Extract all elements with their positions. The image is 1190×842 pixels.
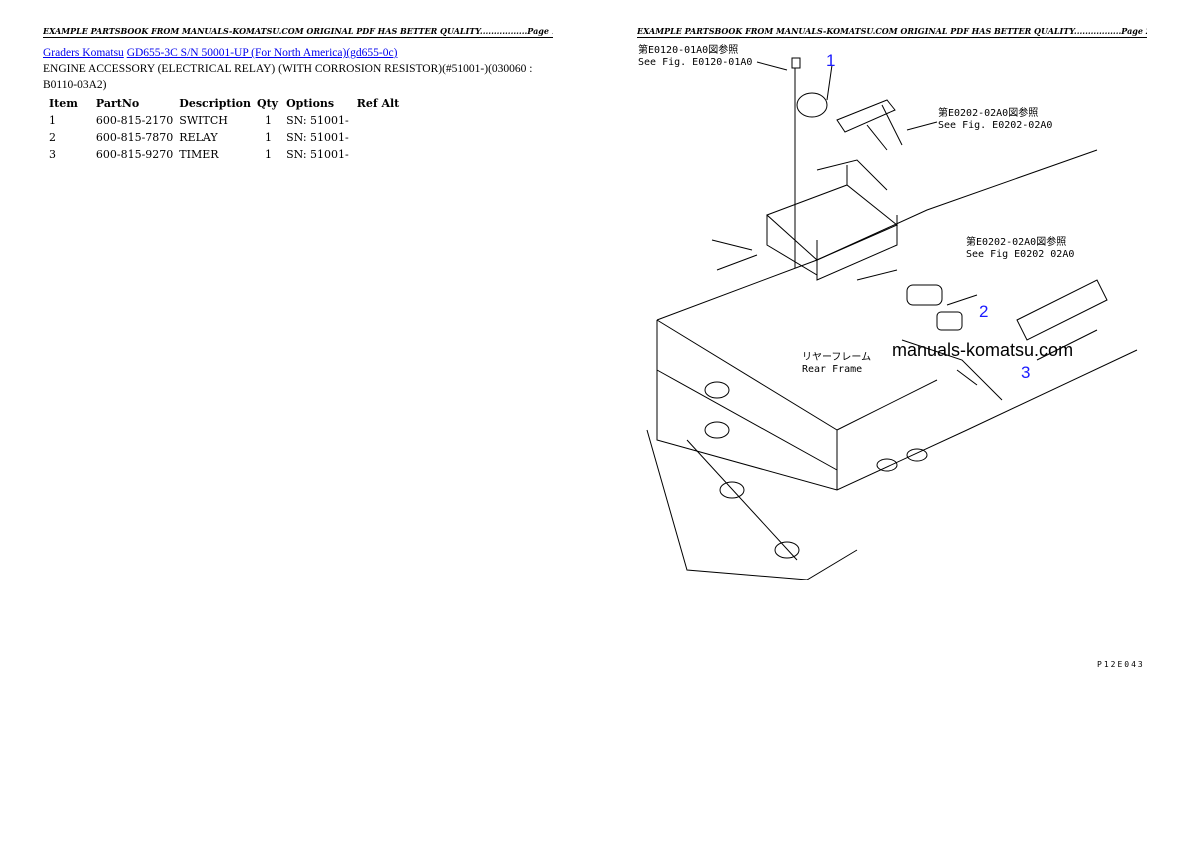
switch-drawing — [796, 92, 828, 118]
table-row: 3 600-815-9270 TIMER 1 SN: 51001- — [45, 146, 403, 163]
timer-drawing — [936, 311, 963, 331]
figure-ref-e0202-b: 第E0202-02A0図参照 See Fig E0202 02A0 — [966, 237, 1074, 261]
breadcrumb-link-graders[interactable]: Graders Komatsu — [43, 47, 124, 59]
watermark: manuals-komatsu.com — [892, 340, 1074, 360]
ref-en: See Fig E0202 02A0 — [966, 249, 1075, 260]
cell-description: RELAY — [179, 131, 218, 144]
cell-item: 2 — [49, 131, 56, 144]
cell-options: SN: 51001- — [286, 131, 349, 144]
cell-description: SWITCH — [179, 114, 228, 127]
frame-en: Rear Frame — [802, 364, 863, 375]
col-refalt: Ref Alt — [356, 97, 400, 110]
table-row: 1 600-815-2170 SWITCH 1 SN: 51001- — [45, 112, 403, 129]
ref-en: See Fig. E0202-02A0 — [938, 120, 1053, 131]
callout-1: 1 — [826, 51, 836, 70]
ref-jp: 第E0202-02A0図参照 — [966, 237, 1067, 248]
callout-2: 2 — [979, 302, 989, 321]
cell-refalt — [353, 146, 404, 163]
cell-partno: 600-815-7870 — [95, 131, 174, 144]
cell-refalt — [353, 112, 404, 129]
cell-refalt — [353, 129, 404, 146]
col-options: Options — [286, 97, 335, 110]
figure-ref-e0120: 第E0120-01A0図参照 See Fig. E0120-01A0 — [638, 45, 752, 69]
cell-item: 1 — [49, 114, 56, 127]
cell-partno: 600-815-9270 — [95, 148, 174, 161]
col-description: Description — [179, 97, 251, 110]
ref-jp: 第E0120-01A0図参照 — [638, 45, 739, 56]
col-item: Item — [49, 97, 78, 110]
col-partno: PartNo — [95, 97, 140, 110]
rear-frame-label: リヤーフレーム Rear Frame — [802, 352, 871, 376]
breadcrumb: Graders Komatsu GD655-3C S/N 50001-UP (F… — [43, 45, 558, 61]
figure-ref-e0202: 第E0202-02A0図参照 See Fig. E0202-02A0 — [938, 108, 1052, 132]
cell-options: SN: 51001- — [286, 114, 349, 127]
breadcrumb-link-model[interactable]: GD655-3C S/N 50001-UP (For North America… — [126, 47, 398, 59]
table-row: 2 600-815-7870 RELAY 1 SN: 51001- — [45, 129, 403, 146]
page2-header: EXAMPLE PARTSBOOK FROM MANUALS-KOMATSU.C… — [637, 26, 1147, 38]
page1-header: EXAMPLE PARTSBOOK FROM MANUALS-KOMATSU.C… — [43, 26, 553, 38]
cell-qty: 1 — [265, 114, 273, 127]
parts-diagram — [646, 57, 1138, 580]
cell-partno: 600-815-2170 — [95, 114, 174, 127]
relay-drawing — [906, 284, 943, 306]
page-code: P12E043 — [1097, 660, 1145, 669]
cell-item: 3 — [49, 148, 56, 161]
page-title: ENGINE ACCESSORY (ELECTRICAL RELAY) (WIT… — [43, 63, 533, 91]
cell-qty: 1 — [265, 131, 273, 144]
cell-options: SN: 51001- — [286, 148, 349, 161]
parts-table: Item PartNo Description Qty Options Ref … — [45, 95, 403, 163]
page1-content: Graders Komatsu GD655-3C S/N 50001-UP (F… — [43, 45, 558, 163]
ref-jp: 第E0202-02A0図参照 — [938, 108, 1039, 119]
ref-en: See Fig. E0120-01A0 — [638, 57, 753, 68]
frame-jp: リヤーフレーム — [802, 352, 872, 363]
bolt-drawing — [756, 57, 801, 268]
col-qty: Qty — [257, 97, 279, 110]
cell-qty: 1 — [265, 148, 273, 161]
table-header-row: Item PartNo Description Qty Options Ref … — [45, 95, 403, 112]
callout-3: 3 — [1021, 363, 1031, 382]
cell-description: TIMER — [179, 148, 219, 161]
